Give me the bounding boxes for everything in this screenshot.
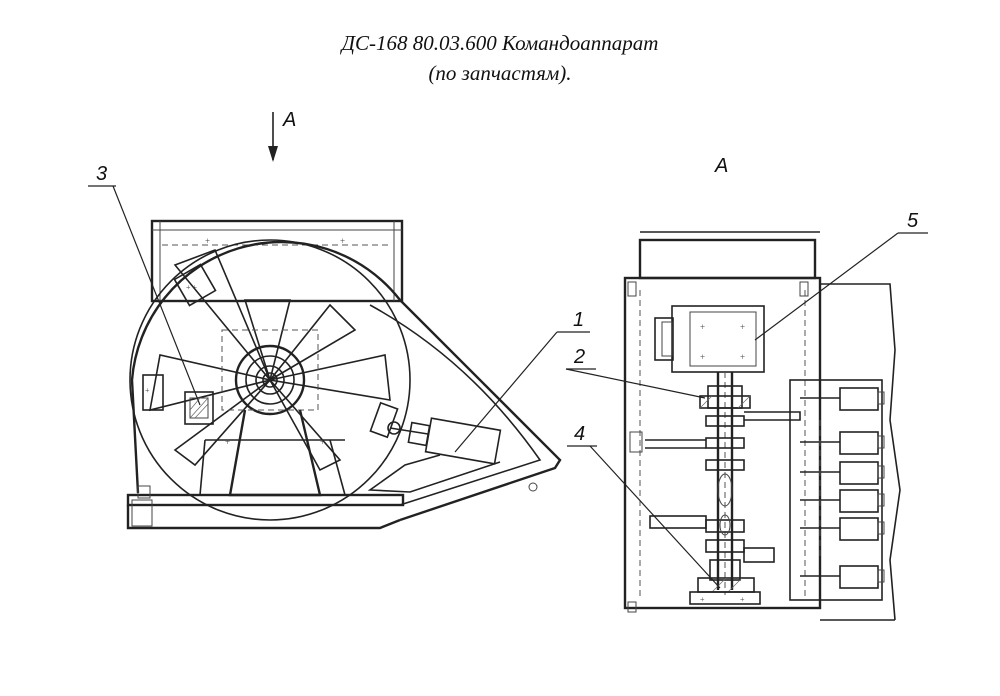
callout-label-1: 1 <box>573 309 584 331</box>
callout-label-4: 4 <box>574 423 585 445</box>
callout-label-2: 2 <box>573 346 585 368</box>
svg-text:+: + <box>740 352 745 362</box>
callout-4: 4 <box>567 423 721 589</box>
shaft-cams <box>705 415 745 553</box>
callout-1: 1 <box>454 309 590 453</box>
view-a-label: А <box>714 155 728 177</box>
svg-text:+: + <box>205 236 210 246</box>
drum <box>129 239 411 521</box>
title-line-1: ДС-168 80.03.600 Командоаппарат <box>341 31 659 55</box>
actuator <box>367 417 502 493</box>
svg-text:+: + <box>145 386 150 395</box>
angled-frame <box>399 299 562 522</box>
switch-block <box>184 391 214 425</box>
title-line-2: (по запчастям). <box>428 61 572 85</box>
callout-3: 3 <box>88 163 201 406</box>
svg-text:+: + <box>700 352 705 362</box>
svg-text:+: + <box>340 236 345 246</box>
drum-cover <box>130 240 401 494</box>
side-arms <box>629 411 801 563</box>
drawing-title: ДС-168 80.03.600 Командоаппарат (по запч… <box>0 28 1000 88</box>
motor-reducer: + + + + <box>654 305 765 373</box>
vertical-shaft <box>697 372 755 595</box>
svg-text:+: + <box>740 595 745 604</box>
svg-text:+: + <box>225 437 230 447</box>
base-frame <box>126 482 538 530</box>
cam-sectors <box>148 248 391 472</box>
cam-blocks: + + + <box>142 263 399 439</box>
svg-text:+ +: + + <box>186 283 198 292</box>
view-a: А + + + + <box>623 155 901 621</box>
callout-label-3: 3 <box>96 163 107 185</box>
upper-housing <box>150 219 404 303</box>
support-stand: + + <box>199 409 346 497</box>
svg-text:+: + <box>740 322 745 332</box>
drum-hub <box>221 329 319 416</box>
base-plate <box>689 591 761 605</box>
svg-text:+: + <box>700 595 705 604</box>
svg-text:+: + <box>320 437 325 447</box>
arrow-label: А <box>282 109 296 131</box>
view-direction-arrow: А <box>268 109 296 162</box>
side-view: А + + + + + <box>126 109 562 530</box>
callout-label-5: 5 <box>907 210 919 232</box>
callout-2: 2 <box>565 346 706 399</box>
switch-bank <box>789 379 885 601</box>
callout-5: 5 <box>754 210 928 341</box>
svg-text:+: + <box>700 322 705 332</box>
